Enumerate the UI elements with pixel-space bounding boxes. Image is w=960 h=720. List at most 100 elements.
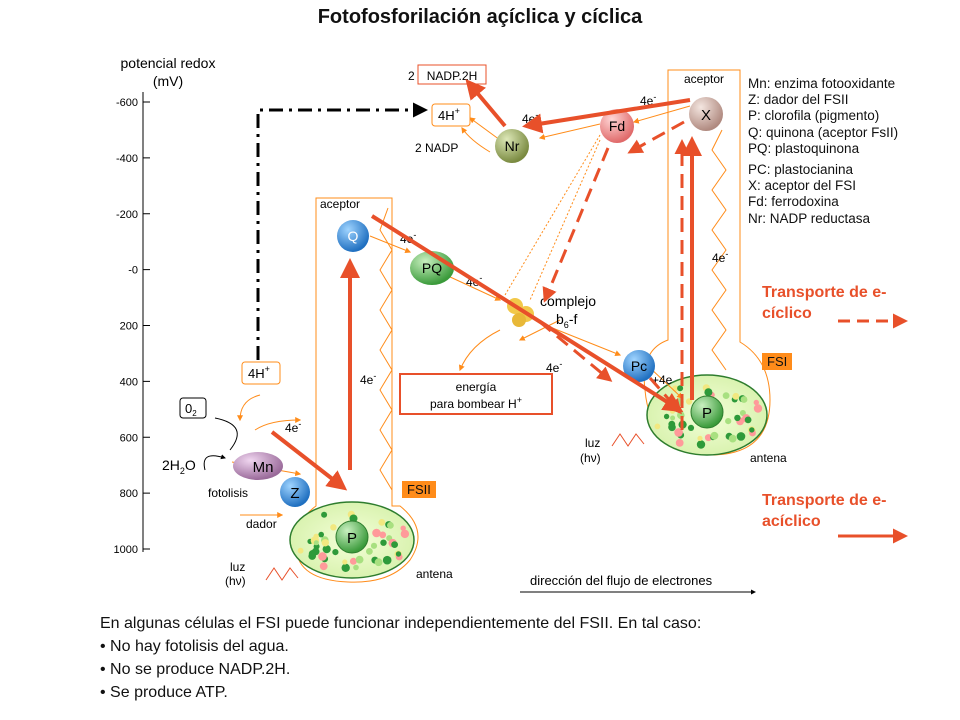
pigment-dot [391,541,398,548]
pigment-dot [372,528,381,538]
flow-pq-complex [447,275,502,301]
axis-tick-label: 400 [120,376,138,388]
nr-node [495,129,529,163]
acyclic-q-p [370,214,684,413]
p-node-fsi [690,395,724,429]
pigment-dot [318,531,325,538]
axis-tick-label: -0 [128,265,138,277]
pq-label: PQ [422,260,442,276]
redox-axis: potencial redox (mV) -600-400-200-020040… [114,55,216,556]
flow-nadp-nr [461,127,491,153]
fotolisis-label: fotolisis [208,486,248,500]
pigment-dot [687,424,695,431]
nadph-box: 2 NADP.2H [408,64,487,85]
direction-label: dirección del flujo de electrones [530,573,713,588]
pigment-dot [382,555,392,565]
pigment-dot [663,413,670,420]
pigment-dot [355,555,364,564]
legend: Mn: enzima fotooxidante Z: dador del FSI… [748,76,898,227]
h4-top-label: 4H+ [438,106,460,123]
x-label: X [701,107,711,124]
legend-item-mn: Mn: enzima fotooxidante [748,76,896,91]
antena-fsii-label: antena [416,567,453,581]
pigment-dot [321,511,328,518]
pigment-dot [734,414,741,422]
pigment-dot [370,542,378,549]
caption-bullet: Se produce ATP. [100,681,701,704]
pigment-dot [675,439,684,447]
proton-dashdot-path [256,102,428,360]
pigment-dot [728,434,737,443]
o2-box: 02 [179,397,207,419]
transport-acyclic-line1: Transporte de e- [762,492,887,509]
pigment-dot [366,548,373,555]
cyclic-pc-p [648,377,682,415]
h4-top-box: 4H+ [431,103,471,127]
pigment-dot [395,551,402,557]
aceptor-top-label: aceptor [684,72,724,86]
pigment-dot [319,562,328,571]
pigment-dot [313,540,319,546]
h4-low-label: 4H+ [248,364,270,381]
energia-line2: para bombear H+ [430,395,522,411]
fsi-zigzag [711,129,727,371]
legend-item-pc: PC: plastocianina [748,162,854,178]
e-label-mn: 4e- [285,419,301,435]
pigment-dot [374,558,383,567]
pc-label: Pc [631,358,647,374]
pigment-dot [341,563,350,572]
flow-complex-pc [544,324,622,357]
hv-fsii-label: (hν) [225,574,246,588]
axis-tick-label: 1000 [114,544,138,556]
cyclic-complex-pc [539,320,613,382]
pigment-dot [387,522,394,529]
z-node [280,477,310,507]
pigment-dot [674,428,683,437]
flow-fd-nr [538,123,601,140]
fsi-badge: FSI [762,353,793,370]
flow-complex-energy [458,329,501,372]
nadph-coef: 2 [408,69,415,83]
legend-item-p: P: clorofila (pigmento) [748,108,880,124]
transport-cyclic-label: Transporte de e- cíclico [762,282,886,324]
axis-label-line2: (mV) [153,73,183,89]
pc-node [623,350,655,382]
legend-item-x: X: aceptor del FSI [748,178,857,194]
cyclic-arrows [539,120,690,430]
axis-label-line1: potencial redox [121,55,216,71]
pigment-dot [380,539,387,546]
aceptor-mid-label: aceptor [320,197,360,211]
cyclic-fd-complex [542,147,610,303]
o2-curve [214,417,238,451]
luz-fsi-label: luz [585,436,600,450]
pigment-dot [749,427,755,433]
pigment-dot [697,435,703,441]
axis-tick-label: 200 [120,321,138,333]
h4-top-rect [431,103,471,127]
pigment-dot [313,533,319,539]
pigment-dot [322,545,331,554]
flow-x-fd [632,105,691,124]
q-label: Q [348,228,359,244]
pigment-dot [332,549,339,556]
legend-item-pq: PQ: plastoquinona [748,140,860,156]
cyclic-x-fd [627,120,685,154]
caption-bullet: No se produce NADP.2H. [100,658,701,681]
nadph-label: NADP.2H [427,69,477,83]
legend-item-q: Q: quinona (aceptor FsII) [748,124,899,140]
o2-label: 02 [185,401,197,418]
pigment-dot [736,432,746,441]
pigment-dot [308,550,317,558]
legend-item-z: Z: dador del FSII [748,92,849,108]
pigment-dot [670,415,676,421]
pigment-dot [732,392,740,400]
e-label-pc: +4e [652,373,673,387]
pigment-dot [318,552,327,561]
b6f-label: b6-f [556,311,577,330]
fd-label: Fd [609,118,625,134]
pigment-dot [704,388,713,397]
water-label: 2H2O [162,457,196,476]
light-zigzag-fsii [265,567,299,581]
antenna-fsii-pigments [297,510,410,572]
